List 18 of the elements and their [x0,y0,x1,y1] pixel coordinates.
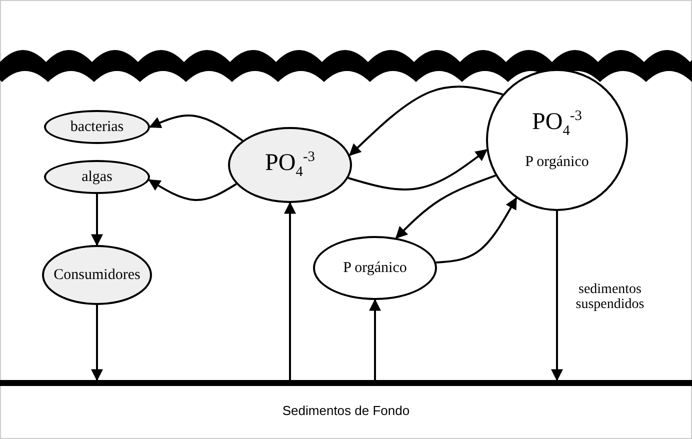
arrow [551,211,563,382]
arrow [148,114,244,142]
organism-ellipse [44,160,150,194]
arrow [348,149,488,190]
arrow [349,86,503,156]
arrow [91,194,103,246]
bed-label: Sedimentos de Fondo [282,404,410,418]
node-label: P orgánico [343,260,407,276]
arrow [148,179,237,201]
arrow [284,202,296,380]
node-label: bacterias [70,118,124,136]
node-label: P orgánico [525,154,589,171]
arrow [395,174,496,239]
arrow [91,305,103,382]
node-label: Consumidores [54,266,140,284]
arrow [436,197,518,264]
arrow [369,298,381,380]
node-label: algas [82,168,112,186]
